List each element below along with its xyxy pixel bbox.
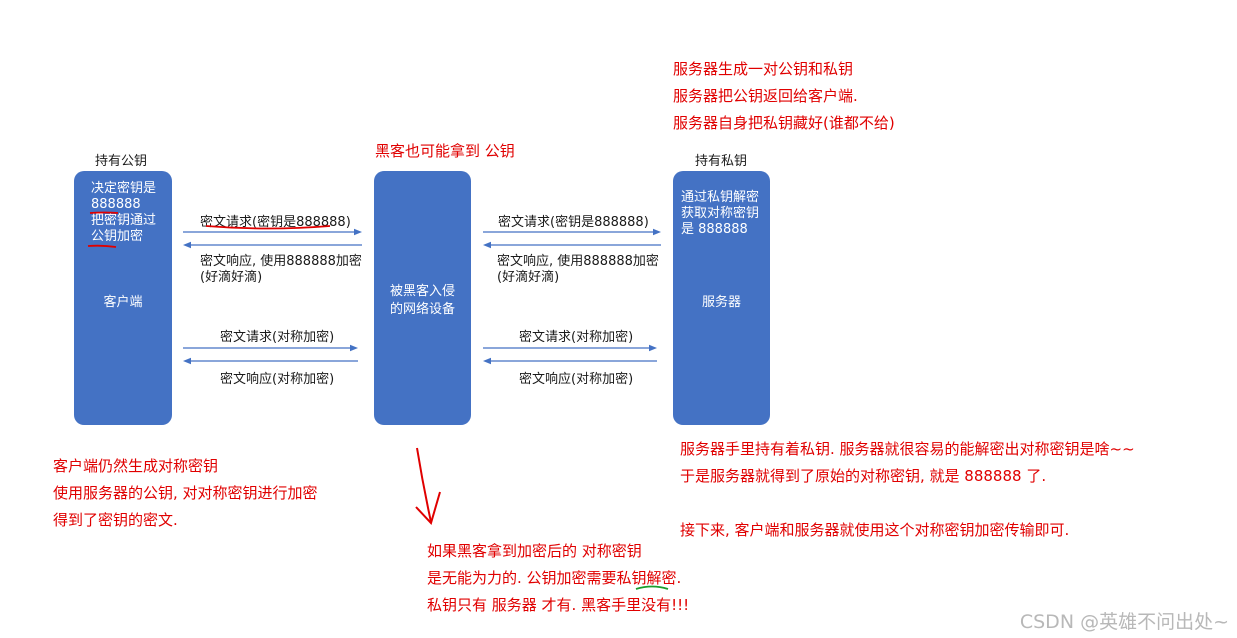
client-caption: 持有公钥 [95,154,148,169]
client-note: 客户端仍然生成对称密钥 [53,457,219,475]
server-note-line: 获取对称密钥 [681,206,760,221]
left-response-1-arrow [183,240,362,250]
left-response-2-arrow [183,356,358,366]
hacker-note: 私钥只有 服务器 才有. 黑客手里没有!!! [427,596,690,614]
left-response-1-label: 密文响应, 使用888888加密 (好滴好滴) [200,254,362,286]
server-note: 服务器手里持有着私钥. 服务器就很容易的能解密出对称密钥是啥~~ [680,440,1135,458]
right-response-1-label: 密文响应, 使用888888加密 (好滴好滴) [497,254,659,286]
server-note: 接下来, 客户端和服务器就使用这个对称密钥加密传输即可. [680,521,1070,539]
server-box: 通过私钥解密 获取对称密钥 是 888888 服务器 [673,171,770,425]
left-response-1-line: 密文响应, 使用888888加密 [200,254,362,269]
client-label: 客户端 [103,295,143,310]
right-request-2-label: 密文请求(对称加密) [519,330,634,345]
server-notes: 服务器手里持有着私钥. 服务器就很容易的能解密出对称密钥是啥~~ 于是服务器就得… [680,436,1135,544]
hand-drawn-down-arrow [416,447,432,523]
client-note-line: 决定密钥是 [91,181,157,196]
client-key-note: 决定密钥是 888888 把密钥通过 公钥加密 [91,181,156,245]
server-label: 服务器 [701,295,741,310]
left-request-2-label: 密文请求(对称加密) [220,330,335,345]
hacker-notes: 如果黑客拿到加密后的 对称密钥 是无能为力的. 公钥加密需要私钥解密. 私钥只有… [427,538,689,619]
right-response-2-arrow [483,356,657,366]
left-response-2-label: 密文响应(对称加密) [220,372,335,387]
server-key-note: 通过私钥解密 获取对称密钥 是 888888 [681,190,759,238]
client-note-line: 公钥加密 [91,229,144,244]
client-note: 得到了密钥的密文. [53,511,178,529]
top-note-line: 服务器生成一对公钥和私钥 [673,60,854,78]
client-note-line: 888888 [91,197,141,212]
hacker-note: 是无能为力的. 公钥加密需要私钥解密. [427,569,682,587]
right-response-2-label: 密文响应(对称加密) [519,372,634,387]
hand-drawn-arrow-head [415,491,441,525]
top-note-line: 服务器自身把私钥藏好(谁都不给) [673,114,895,132]
left-request-2-arrow [183,343,358,353]
client-note-line: 把密钥通过 [91,213,157,228]
device-label-line: 的网络设备 [389,302,455,317]
right-response-1-line: (好滴好滴) [497,270,560,285]
server-caption: 持有私钥 [695,154,748,169]
right-response-1-arrow [483,240,661,250]
hacker-public-key-note: 黑客也可能拿到 公钥 [375,142,515,160]
top-notes: 服务器生成一对公钥和私钥 服务器把公钥返回给客户端. 服务器自身把私钥藏好(谁都… [673,56,895,137]
device-label-line: 被黑客入侵 [389,284,455,299]
server-note: 于是服务器就得到了原始的对称密钥, 就是 888888 了. [680,467,1047,485]
server-note-line: 是 888888 [681,222,748,237]
left-request-1-arrow [183,227,362,237]
right-request-2-arrow [483,343,657,353]
device-label: 被黑客入侵 的网络设备 [374,283,471,319]
client-box: 决定密钥是 888888 把密钥通过 公钥加密 客户端 [74,171,172,425]
server-note-spacer [680,490,1135,517]
watermark: CSDN @英雄不问出处~ [1019,611,1229,633]
client-note: 使用服务器的公钥, 对对称密钥进行加密 [53,484,318,502]
top-note-line: 服务器把公钥返回给客户端. [673,87,858,105]
hacker-note: 如果黑客拿到加密后的 对称密钥 [427,542,642,560]
compromised-device-box: 被黑客入侵 的网络设备 [374,171,471,425]
left-response-1-line: (好滴好滴) [200,270,263,285]
right-request-1-label: 密文请求(密钥是888888) [498,215,649,230]
server-note-line: 通过私钥解密 [681,190,760,205]
client-notes: 客户端仍然生成对称密钥 使用服务器的公钥, 对对称密钥进行加密 得到了密钥的密文… [53,453,318,534]
right-request-1-arrow [483,227,661,237]
right-response-1-line: 密文响应, 使用888888加密 [497,254,659,269]
